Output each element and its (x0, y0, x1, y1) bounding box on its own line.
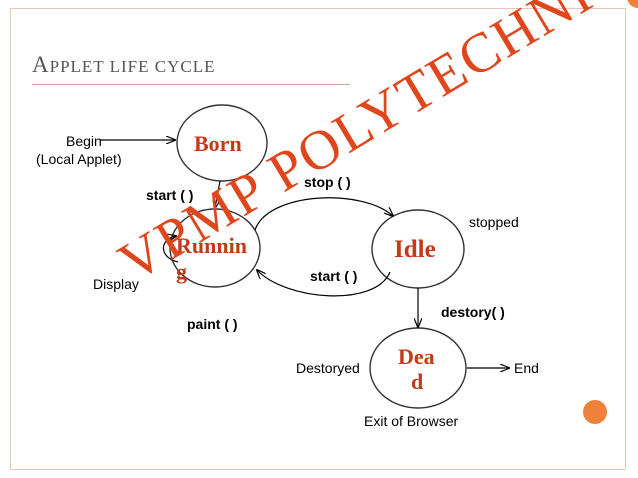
dead-label-line1: Dea (398, 344, 435, 369)
born-to-running-arrow (215, 180, 221, 208)
born-state-circle (176, 104, 268, 182)
born-label: Born (194, 131, 242, 156)
start-arrow (257, 270, 391, 297)
stopped-label: stopped (469, 214, 519, 230)
destoryed-label: Destoryed (296, 360, 360, 376)
start-from-born-label: start ( ) (146, 187, 194, 203)
running-label-line2: g (176, 259, 187, 284)
running-label-line1: Runnin (176, 233, 247, 258)
slide-title: APPLET LIFE CYCLE (32, 52, 216, 78)
display-label: Display (93, 276, 139, 292)
display-loop-arrow (162, 236, 179, 263)
start-from-idle-label: start ( ) (310, 268, 358, 284)
idle-label: Idle (394, 236, 436, 263)
stop-label: stop ( ) (304, 174, 351, 190)
begin-label: Begin (66, 133, 102, 149)
title-first-letter: A (32, 52, 50, 77)
destory-label: destory( ) (441, 304, 505, 320)
exit-browser-label: Exit of Browser (364, 413, 459, 429)
paint-label: paint ( ) (187, 316, 238, 332)
end-label: End (514, 360, 539, 376)
corner-circle-bottom-right (583, 400, 607, 424)
local-applet-label: (Local Applet) (36, 151, 122, 167)
dead-label-line2: d (411, 369, 424, 394)
title-rest: PPLET LIFE CYCLE (49, 57, 216, 76)
stop-arrow (254, 197, 393, 231)
corner-circle-top-right (627, 0, 638, 8)
slide-frame (10, 8, 626, 470)
title-underline (32, 84, 350, 85)
dead-state-circle (369, 327, 467, 409)
